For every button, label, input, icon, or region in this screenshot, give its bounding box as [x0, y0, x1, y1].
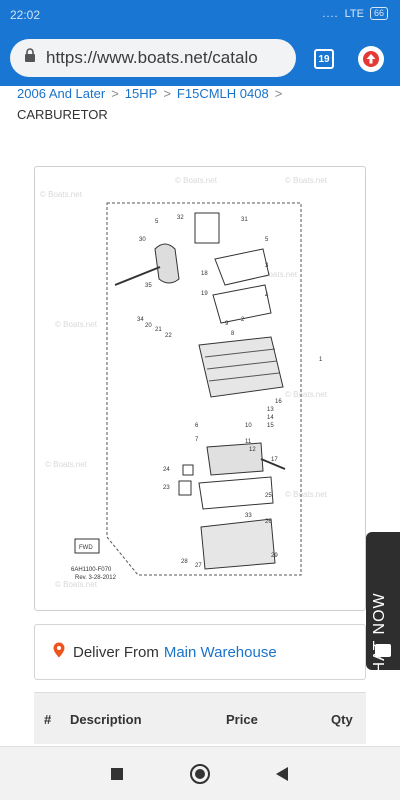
status-time: 22:02: [10, 8, 41, 22]
svg-text:7: 7: [195, 437, 199, 443]
triangle-back-icon: [276, 767, 288, 781]
home-button[interactable]: [187, 761, 213, 787]
svg-text:© Boats.net: © Boats.net: [285, 176, 328, 185]
battery-icon: 66: [369, 7, 388, 20]
svg-text:32: 32: [177, 215, 184, 221]
svg-text:3: 3: [265, 263, 269, 269]
android-nav-bar: [0, 746, 400, 800]
warehouse-link[interactable]: Main Warehouse: [163, 643, 277, 661]
column-header-number: #: [44, 712, 52, 727]
svg-text:© Boats.net: © Boats.net: [55, 580, 98, 589]
parts-diagram[interactable]: © Boats.net © Boats.net © Boats.net © Bo…: [34, 166, 366, 611]
svg-text:© Boats.net: © Boats.net: [55, 320, 98, 329]
lock-icon: [24, 48, 36, 68]
svg-text:9: 9: [225, 321, 229, 327]
svg-text:19: 19: [201, 291, 208, 297]
url-text: https://www.boats.net/catalo: [46, 48, 258, 67]
svg-text:25: 25: [265, 493, 272, 499]
svg-text:© Boats.net: © Boats.net: [175, 176, 218, 185]
update-chrome-button[interactable]: [358, 46, 384, 72]
svg-text:21: 21: [155, 327, 162, 333]
svg-text:33: 33: [245, 513, 252, 519]
carburetor-diagram-image: © Boats.net © Boats.net © Boats.net © Bo…: [40, 176, 328, 589]
browser-toolbar: https://www.boats.net/catalo 19: [0, 30, 400, 86]
location-pin-icon: [53, 642, 65, 662]
svg-text:26: 26: [265, 519, 272, 525]
signal-icon: ....: [322, 7, 339, 20]
svg-text:4: 4: [265, 293, 269, 299]
svg-text:17: 17: [271, 457, 278, 463]
square-icon: [111, 768, 123, 780]
svg-text:© Boats.net: © Boats.net: [285, 390, 328, 399]
svg-text:6AH1100-F070: 6AH1100-F070: [71, 567, 112, 573]
breadcrumb-separator: >: [274, 86, 283, 101]
url-bar[interactable]: https://www.boats.net/catalo: [10, 39, 296, 77]
svg-text:13: 13: [267, 407, 274, 413]
svg-text:16: 16: [275, 399, 282, 405]
column-header-qty: Qty: [331, 712, 353, 727]
status-indicators: .... LTE 66: [322, 7, 388, 20]
breadcrumb-separator: >: [163, 86, 171, 101]
svg-text:14: 14: [267, 415, 274, 421]
svg-text:5: 5: [155, 219, 159, 225]
chat-now-button[interactable]: CHAT NOW: [366, 532, 400, 686]
svg-text:6: 6: [195, 423, 199, 429]
breadcrumb-item-hp[interactable]: 15HP: [124, 86, 158, 101]
column-header-description: Description: [70, 712, 142, 727]
deliver-from-selector[interactable]: Deliver From Main Warehouse: [34, 624, 366, 680]
page-title: CARBURETOR: [17, 107, 108, 122]
parts-table-header: # Description Price Qty: [34, 692, 366, 744]
tab-switcher-button[interactable]: 19: [314, 49, 334, 69]
svg-text:24: 24: [163, 467, 170, 473]
svg-text:© Boats.net: © Boats.net: [40, 190, 83, 199]
chat-bubble-icon: [375, 644, 391, 657]
svg-text:29: 29: [271, 553, 278, 559]
svg-text:10: 10: [245, 423, 252, 429]
svg-text:18: 18: [201, 271, 208, 277]
recents-button[interactable]: [104, 761, 130, 787]
deliver-from-label: Deliver From: [73, 643, 159, 661]
svg-text:30: 30: [139, 237, 146, 243]
svg-text:22: 22: [165, 333, 172, 339]
svg-text:Rev. 3-28-2012: Rev. 3-28-2012: [75, 575, 117, 581]
svg-text:© Boats.net: © Boats.net: [45, 460, 88, 469]
breadcrumb: 2006 And Later > 15HP > F15CMLH 0408 >: [17, 86, 282, 101]
arrow-up-icon: [363, 51, 379, 67]
svg-text:28: 28: [181, 559, 188, 565]
svg-text:12: 12: [249, 447, 256, 453]
breadcrumb-separator: >: [111, 86, 119, 101]
svg-text:23: 23: [163, 485, 170, 491]
svg-text:1: 1: [319, 357, 323, 363]
svg-text:2: 2: [241, 317, 245, 323]
breadcrumb-item-year[interactable]: 2006 And Later: [17, 86, 106, 101]
svg-text:© Boats.net: © Boats.net: [255, 270, 298, 279]
network-type: LTE: [344, 7, 364, 20]
svg-text:15: 15: [267, 423, 274, 429]
svg-text:FWD: FWD: [79, 545, 93, 551]
svg-text:31: 31: [241, 217, 248, 223]
circle-icon: [190, 764, 210, 784]
column-header-price: Price: [226, 712, 258, 727]
status-bar: 22:02 .... LTE 66: [0, 0, 400, 30]
back-button[interactable]: [269, 761, 295, 787]
svg-text:8: 8: [231, 331, 235, 337]
svg-text:34: 34: [137, 317, 144, 323]
svg-text:27: 27: [195, 563, 202, 569]
svg-text:20: 20: [145, 323, 152, 329]
svg-text:11: 11: [245, 439, 252, 445]
breadcrumb-item-model[interactable]: F15CMLH 0408: [176, 86, 269, 101]
chat-now-label: CHAT NOW: [371, 592, 388, 686]
svg-text:© Boats.net: © Boats.net: [285, 490, 328, 499]
svg-text:35: 35: [145, 283, 152, 289]
svg-text:5: 5: [265, 237, 269, 243]
